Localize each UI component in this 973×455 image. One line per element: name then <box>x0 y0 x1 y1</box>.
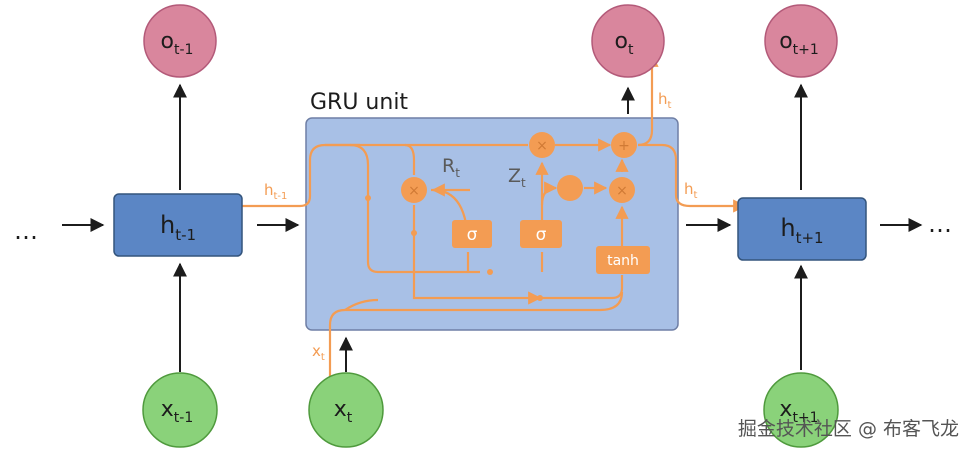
junction-dots <box>365 195 543 301</box>
h-up-flow-label: ht <box>658 90 672 111</box>
output-node-current <box>591 4 665 78</box>
update-multiply-symbol: × <box>536 138 548 154</box>
reset-multiply-node <box>401 177 427 203</box>
output-label-prev: ot-1 <box>161 29 194 58</box>
update-gate-label: Zt <box>508 165 526 190</box>
reset-gate-label: Rt <box>442 155 460 180</box>
output-node-next <box>764 4 838 78</box>
input-node-prev <box>142 372 218 448</box>
ellipsis-left: … <box>14 217 38 245</box>
reset-multiply-symbol: × <box>408 183 420 199</box>
one-minus-node <box>557 175 583 201</box>
hidden-label-next: ht+1 <box>780 214 823 247</box>
combine-symbol: + <box>618 138 630 154</box>
update-multiply-node <box>529 132 555 158</box>
input-label-next: xt+1 <box>779 397 818 426</box>
output-label-next: ot+1 <box>779 29 819 58</box>
watermark: 掘金技术社区 @ 布客飞龙 <box>737 418 959 440</box>
orange-flows <box>220 53 747 380</box>
input-label-current: xt <box>334 397 353 426</box>
sigma-reset-label: σ <box>467 225 478 245</box>
combine-node <box>611 132 637 158</box>
sigma-update-label: σ <box>536 225 547 245</box>
black-arrows <box>62 83 923 372</box>
output-node-prev <box>143 4 217 78</box>
input-node-current <box>308 372 384 448</box>
gate-nodes: × × + × σ σ tanh <box>401 132 650 274</box>
x-in-flow-label: xt <box>312 342 325 363</box>
hidden-box-prev <box>113 193 243 257</box>
gru-unit-title: GRU unit <box>310 90 408 115</box>
candidate-multiply-node <box>609 177 635 203</box>
candidate-multiply-symbol: × <box>616 183 628 199</box>
input-label-prev: xt-1 <box>161 397 193 426</box>
input-node-next <box>763 372 839 448</box>
output-label-current: ot <box>615 29 634 58</box>
sigma-reset-box <box>452 220 492 248</box>
hidden-label-prev: ht-1 <box>160 211 196 244</box>
tanh-label: tanh <box>607 253 639 269</box>
h-right-flow-label: ht <box>684 180 698 201</box>
hidden-box-next <box>737 197 867 261</box>
tanh-box <box>596 246 650 274</box>
sigma-update-box <box>520 220 562 248</box>
ellipsis-right: … <box>928 210 952 238</box>
h-prev-flow-label: ht-1 <box>264 181 287 202</box>
